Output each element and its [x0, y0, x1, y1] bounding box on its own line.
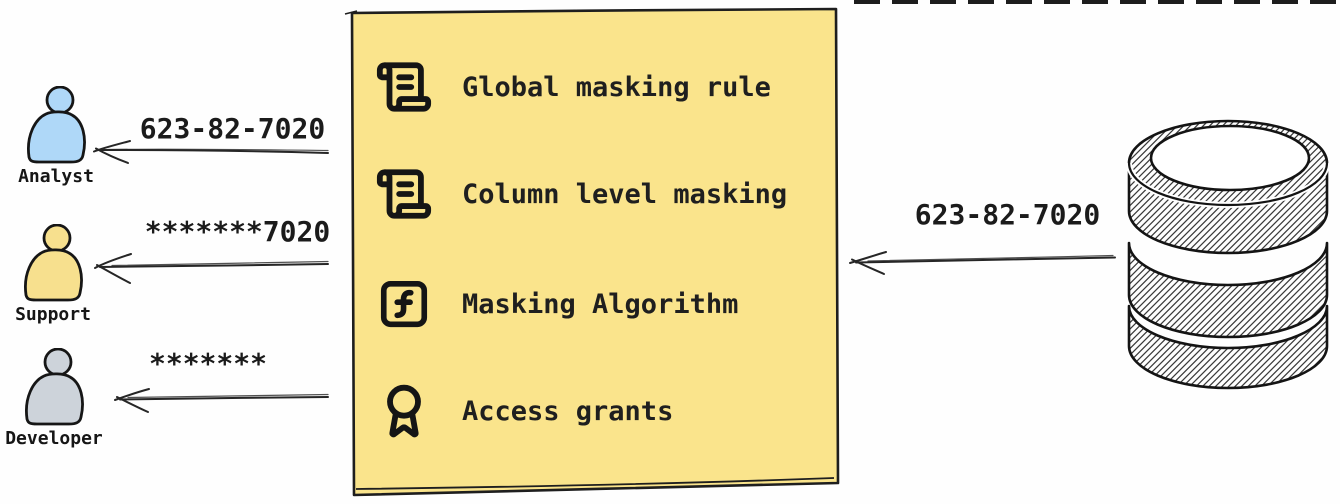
masking-box-item-label: Column level masking — [462, 178, 788, 210]
original-value-label: 623-82-7020 — [914, 198, 1101, 231]
arrow-to-support — [94, 253, 329, 284]
arrow-from-database — [849, 251, 1116, 275]
consumer-label: Developer — [5, 428, 103, 449]
award-icon — [372, 379, 436, 443]
scroll-text-icon — [372, 55, 436, 119]
masked-value-support: *******7020 — [144, 215, 331, 248]
masking-box: Global masking rule Column level masking… — [372, 0, 832, 504]
consumer-label: Support — [15, 304, 91, 325]
consumer-label: Analyst — [18, 166, 94, 187]
masked-value-developer: ******* — [148, 347, 267, 380]
consumer-support: Support — [3, 224, 103, 325]
masking-box-item-label: Access grants — [462, 395, 674, 427]
database-icon — [1126, 119, 1330, 390]
person-icon — [25, 348, 84, 426]
scroll-text-icon — [372, 162, 436, 226]
arrow-to-developer — [114, 388, 329, 413]
consumer-developer: Developer — [4, 348, 104, 449]
masking-box-item-label: Global masking rule — [462, 71, 771, 103]
consumer-analyst: Analyst — [6, 86, 106, 187]
masking-box-item-algorithm: Masking Algorithm — [372, 272, 738, 336]
masked-value-analyst: 623-82-7020 — [139, 112, 326, 145]
masking-box-item-label: Masking Algorithm — [462, 288, 739, 320]
masking-box-item-global-rule: Global masking rule — [372, 55, 771, 119]
person-icon — [24, 224, 83, 302]
masking-box-item-column-masking: Column level masking — [372, 162, 787, 226]
square-function-icon — [372, 272, 436, 336]
person-icon — [27, 86, 86, 164]
masking-box-item-access-grants: Access grants — [372, 379, 673, 443]
